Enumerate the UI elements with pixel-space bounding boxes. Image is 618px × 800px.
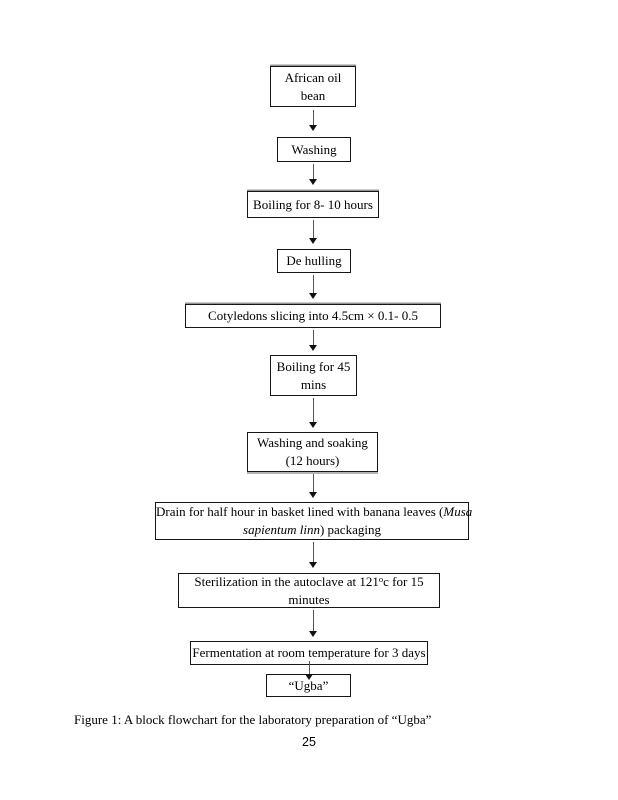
- flow-arrow: [309, 275, 317, 299]
- flow-step-label: Fermentation at room temperature for 3 d…: [192, 645, 426, 660]
- flow-step-cotyledons-slicing: Cotyledons slicing into 4.5cm × 0.1- 0.5: [185, 304, 441, 328]
- flow-step-boiling-8-10-hours: Boiling for 8- 10 hours: [247, 191, 379, 218]
- flow-step-african-oil-bean: African oil bean: [270, 66, 356, 107]
- flow-arrow: [309, 474, 317, 498]
- flow-step-label: Washing: [291, 141, 337, 157]
- flow-step-de-hulling: De hulling: [277, 249, 351, 273]
- flow-step-label: Washing and soaking (12 hours): [257, 435, 368, 468]
- flow-arrow: [305, 661, 313, 680]
- flow-arrow: [309, 330, 317, 351]
- sterilization-text-before: Sterilization in the autoclave at 121: [194, 573, 379, 589]
- drain-text-italic: Musa sapientum linn: [243, 504, 473, 537]
- flow-arrow: [309, 220, 317, 244]
- page-number: 25: [302, 735, 316, 749]
- flow-step-ugba: “Ugba”: [266, 674, 351, 697]
- flow-step-label: Boiling for 45 mins: [276, 358, 351, 392]
- flow-step-sterilization: Sterilization in the autoclave at 121oc …: [178, 573, 440, 608]
- flow-step-label: Cotyledons slicing into 4.5cm × 0.1- 0.5: [208, 308, 418, 323]
- drain-text-after: ) packaging: [319, 522, 381, 537]
- flow-step-label: Drain for half hour in basket lined with…: [156, 503, 472, 539]
- figure-caption: Figure 1: A block flowchart for the labo…: [74, 712, 432, 727]
- flow-step-drain-packaging: Drain for half hour in basket lined with…: [155, 502, 472, 540]
- sterilization-text-after: c for 15 minutes: [288, 573, 424, 607]
- drain-text-before: Drain for half hour in basket lined with…: [156, 504, 444, 519]
- flow-step-washing-and-soaking: Washing and soaking (12 hours): [247, 432, 378, 472]
- flow-step-washing: Washing: [277, 137, 351, 162]
- degree-superscript: o: [378, 573, 384, 584]
- flow-step-label: De hulling: [286, 253, 342, 268]
- flow-step-label: Sterilization in the autoclave at 121oc …: [179, 573, 439, 609]
- flow-step-label: African oil bean: [284, 69, 342, 103]
- flow-arrow: [309, 398, 317, 428]
- flow-arrow: [309, 542, 317, 568]
- flow-arrow: [309, 110, 317, 131]
- flow-step-label: “Ugba”: [288, 677, 329, 693]
- flow-arrow: [309, 164, 317, 185]
- flow-step-label: Boiling for 8- 10 hours: [253, 196, 373, 212]
- flow-arrow: [309, 610, 317, 637]
- flow-step-boiling-45-mins: Boiling for 45 mins: [270, 355, 357, 396]
